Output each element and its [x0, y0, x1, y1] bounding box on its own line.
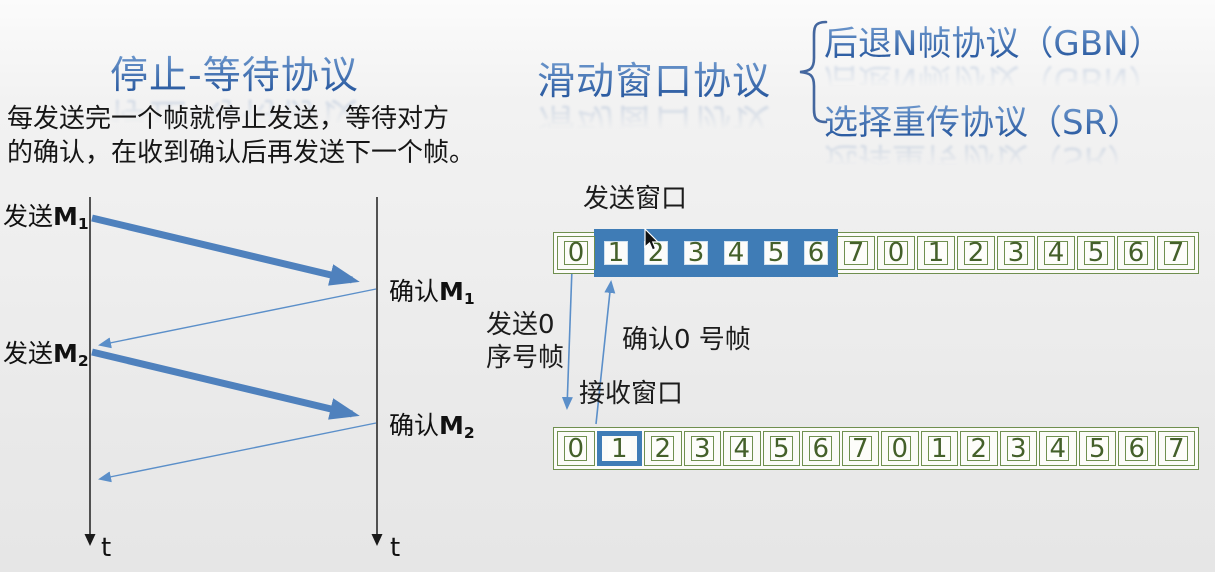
receive-sequence-cell-11: 3: [999, 431, 1037, 466]
receive-sequence-cell-1: 1: [596, 431, 642, 466]
frame-arrow-m1: [91, 214, 360, 286]
send-sequence-cell-0: 0: [557, 236, 595, 270]
receive-sequence-cell-4: 4: [723, 431, 761, 466]
event-symbol: M: [439, 277, 464, 306]
sliding-window-title-text: 滑动窗口协议: [537, 50, 771, 105]
receive-sequence-cell-0: 0: [557, 431, 595, 466]
receive-sequence-cell-2: 2: [644, 431, 682, 466]
receive-sequence-cell-3: 3: [683, 431, 721, 466]
description-line-2: 的确认，在收到确认后再发送下一个帧。: [7, 138, 476, 168]
send-frame-annotation-line1: 发送0: [486, 310, 555, 340]
stop-wait-description: 每发送完一个帧就停止发送，等待对方 的确认，在收到确认后再发送下一个帧。: [7, 102, 475, 170]
receive-sequence-cell-13: 5: [1078, 431, 1116, 466]
receive-sequence-cell-7: 7: [841, 431, 879, 466]
sliding-window-title-reflection: 滑动窗口协议: [537, 100, 772, 145]
send-frame-annotation: 发送0 序号帧: [486, 309, 564, 375]
branch-sr-label: 选择重传协议（SR） 选择重传协议（SR）: [824, 95, 1141, 179]
window-arrows: [561, 267, 616, 425]
send-sequence-cell-12: 4: [1037, 236, 1075, 270]
receive-sequence-cell-5: 5: [762, 431, 800, 466]
send-sequence-cell-9: 1: [917, 236, 955, 270]
event-label-ack-m1: 确认M1: [389, 272, 475, 308]
time-axis-label-left: t: [101, 533, 112, 563]
receive-sequence-cell-15: 7: [1157, 431, 1195, 466]
sliding-window-title: 滑动窗口协议 滑动窗口协议: [537, 50, 771, 144]
mouse-cursor-icon: [644, 228, 660, 251]
ack-frame-arrow: [595, 280, 616, 425]
send-sequence-cell-10: 2: [957, 236, 995, 270]
ack-arrow-m1: [98, 288, 377, 349]
send-window-highlight: [594, 229, 838, 277]
event-subscript: 2: [77, 352, 89, 370]
receive-sequence-cell-14: 6: [1118, 431, 1156, 466]
brace-icon: [799, 20, 828, 124]
send-sequence-cell-4: 4: [717, 236, 755, 270]
frame-arrow-m2: [91, 348, 360, 420]
event-subscript: 2: [463, 424, 475, 442]
description-line-1: 每发送完一个帧就停止发送，等待对方: [7, 104, 450, 134]
event-text: 发送: [3, 202, 54, 231]
stop-wait-title-text: 停止-等待协议: [110, 44, 359, 99]
branch-sr-text: 选择重传协议（SR）: [824, 95, 1141, 144]
receive-window-label: 接收窗口: [579, 379, 684, 409]
time-axis-label-right: t: [390, 533, 401, 563]
send-sequence-cell-7: 7: [837, 236, 875, 270]
receive-sequence-cell-10: 2: [960, 431, 998, 466]
ack-arrow-m2: [98, 422, 377, 483]
send-sequence-cell-3: 3: [677, 236, 715, 270]
event-label-send-m1: 发送M1: [3, 197, 89, 233]
send-sequence-cell-11: 3: [997, 236, 1035, 270]
send-sequence-cell-6: 6: [797, 236, 835, 270]
stop-wait-title: 停止-等待协议 停止-等待协议: [110, 44, 359, 138]
receive-sequence-cell-6: 6: [802, 431, 840, 466]
ack-frame-annotation: 确认0 号帧: [622, 325, 751, 355]
send-sequence-cell-5: 5: [757, 236, 795, 270]
event-label-send-m2: 发送M2: [3, 334, 89, 370]
branch-sr-reflection: 选择重传协议（SR）: [824, 139, 1142, 180]
branch-gbn-label: 后退N帧协议（GBN） 后退N帧协议（GBN）: [824, 16, 1163, 100]
send-frame-annotation-line2: 序号帧: [486, 343, 565, 373]
stop-wait-timeline-diagram: [84, 197, 383, 546]
receive-sequence-cell-12: 4: [1039, 431, 1077, 466]
send-frame-arrow: [561, 267, 573, 410]
send-sequence-cell-15: 7: [1157, 236, 1195, 270]
receive-sequence-cell-9: 1: [920, 431, 958, 466]
event-symbol: M: [53, 339, 78, 368]
receive-sequence-cell-8: 0: [881, 431, 919, 466]
send-sequence-cell-13: 5: [1077, 236, 1115, 270]
send-sequence-cell-14: 6: [1117, 236, 1155, 270]
branch-gbn-text: 后退N帧协议（GBN）: [824, 16, 1163, 65]
event-subscript: 1: [463, 290, 475, 308]
event-symbol: M: [53, 202, 78, 231]
send-window-label: 发送窗口: [583, 184, 688, 214]
event-text: 发送: [3, 339, 54, 368]
event-subscript: 1: [77, 215, 89, 233]
event-symbol: M: [439, 411, 464, 440]
event-text: 确认: [389, 411, 440, 440]
send-sequence-cell-1: 1: [597, 236, 635, 270]
send-sequence-cell-8: 0: [877, 236, 915, 270]
event-text: 确认: [389, 277, 440, 306]
event-label-ack-m2: 确认M2: [389, 406, 475, 442]
